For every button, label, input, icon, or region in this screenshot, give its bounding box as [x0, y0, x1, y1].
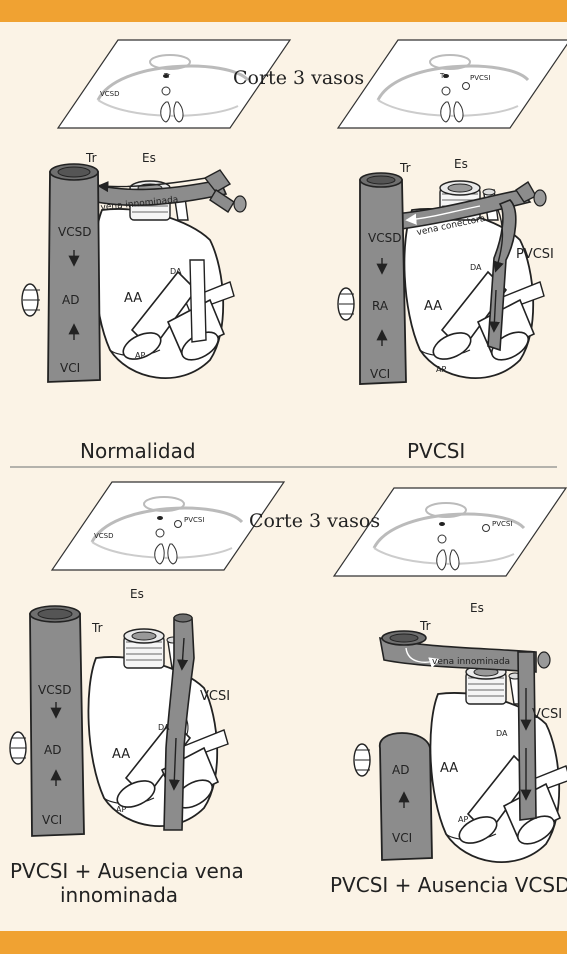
p4-label-aa: AA: [440, 761, 458, 776]
pvcsi-label-ra: RA: [372, 299, 389, 313]
pvcsi-label-tr: Tr: [399, 161, 411, 175]
p3-label-aa: AA: [112, 747, 130, 762]
normal-label-vcsd: VCSD: [58, 225, 91, 239]
p4-label-es: Es: [470, 601, 484, 615]
caption-pvcsi-ausencia-line1: PVCSI + Ausencia vena: [10, 859, 244, 883]
top-orange-band: [0, 0, 567, 22]
p4-label-vcsi: VCSI: [532, 707, 562, 722]
corte-label-top: Corte 3 vasos: [233, 67, 364, 89]
p3-label-ad: AD: [44, 743, 61, 757]
p4-label-ad: AD: [392, 763, 409, 777]
slice-label-tr-2: Tr: [439, 72, 446, 80]
pvcsi-label-pvcsi: PVCSI: [516, 247, 554, 262]
p3-label-vcsi: VCSI: [200, 689, 230, 704]
pvcsi-label-aa: AA: [424, 299, 442, 314]
normal-label-es: Es: [142, 151, 156, 165]
p3-label-ap: AP: [116, 805, 126, 814]
p3-label-es: Es: [130, 587, 144, 601]
panel-pvcsi-ausencia-innominada: Tr Es VCSD AD AA DA VCI AP VCSI: [9, 587, 230, 837]
pvcsi-label-da: DA: [470, 263, 482, 272]
normal-label-aa: AA: [124, 291, 142, 306]
slice2-label-pvcsi: PVCSI: [184, 516, 204, 524]
slice-diagram-pvcsi-no-vcsd: [332, 486, 567, 578]
slice3-label-pvcsi: PVCSI: [492, 520, 512, 528]
p4-label-tr: Tr: [419, 619, 431, 633]
pvcsi-label-vcsd: VCSD: [368, 231, 401, 245]
bottom-orange-band: [0, 931, 567, 954]
p3-label-da: DA: [158, 723, 170, 732]
panel-pvcsi-ausencia-vcsd: Tr Es vena innominada AD AA DA VCI AP VC…: [353, 601, 567, 864]
caption-normalidad: Normalidad: [80, 439, 196, 463]
normal-label-vci: VCI: [60, 361, 80, 375]
slice-label-tr: Tr: [163, 72, 170, 80]
p4-label-ap: AP: [458, 815, 468, 824]
panel-pvcsi: Tr Es vena conectora VCSD RA AA DA VCI A…: [337, 157, 554, 385]
p3-label-vcsd: VCSD: [38, 683, 71, 697]
p4-label-vena-innominada: vena innominada: [432, 657, 510, 667]
p4-label-da: DA: [496, 729, 508, 738]
p3-label-vci: VCI: [42, 813, 62, 827]
pvcsi-label-ap: AP: [436, 365, 446, 374]
normal-label-ad: AD: [62, 293, 79, 307]
slice2-label-vcsd: VCSD: [94, 532, 114, 540]
p3-label-tr: Tr: [91, 621, 103, 635]
slice-label-vcsd: VCSD: [100, 90, 120, 98]
pvcsi-label-es: Es: [454, 157, 468, 171]
p4-label-vci: VCI: [392, 831, 412, 845]
caption-pvcsi: PVCSI: [407, 439, 465, 463]
normal-label-tr: Tr: [85, 151, 97, 165]
panel-normal: Tr Es vena innominada VCSD AD AA DA VCI …: [21, 151, 247, 383]
normal-label-ap: AP: [135, 351, 145, 360]
caption-pvcsi-ausencia-line2: innominada: [60, 883, 178, 907]
slice-diagram-pvcsi: [336, 38, 567, 130]
slice-label-pvcsi: PVCSI: [470, 74, 490, 82]
corte-label-bottom: Corte 3 vasos: [249, 510, 380, 532]
pvcsi-label-vci: VCI: [370, 367, 390, 381]
caption-pvcsi-ausencia-vcsd: PVCSI + Ausencia VCSD: [330, 873, 567, 897]
normal-label-da: DA: [170, 267, 182, 276]
